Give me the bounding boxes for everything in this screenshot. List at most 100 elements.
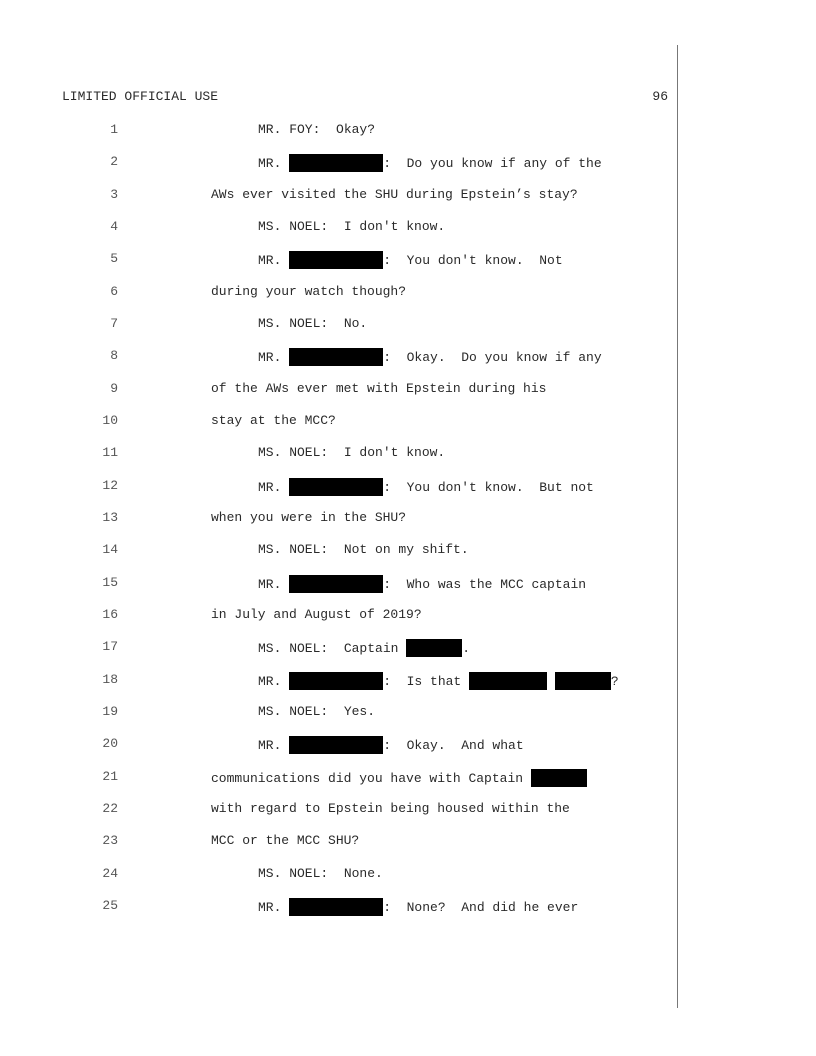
transcript-line: 9 of the AWs ever met with Epstein during… <box>0 381 816 401</box>
redaction-box <box>530 768 587 787</box>
redaction-box <box>406 639 463 658</box>
redaction-box <box>289 736 384 755</box>
transcript-line: 8 MR. : Okay. Do you know if any <box>0 348 816 368</box>
text-segment: MR. <box>258 738 290 754</box>
redaction-box <box>289 574 384 593</box>
text-segment: : Who was the MCC captain <box>383 576 587 592</box>
text-segment: during your watch though? <box>211 283 407 299</box>
text-segment: stay at the MCC? <box>211 412 336 428</box>
text-segment: MR. FOY: Okay? <box>258 122 376 137</box>
line-text: MS. NOEL: None. <box>258 866 383 881</box>
line-text: MR. : Okay. And what <box>258 736 524 755</box>
line-text: in July and August of 2019? <box>211 607 422 622</box>
text-segment: MR. <box>258 673 290 689</box>
transcript-line: 12 MR. : You don't know. But not <box>0 477 816 498</box>
transcript-line: 19 MS. NOEL: Yes. <box>0 704 816 724</box>
text-segment: MR. <box>258 576 290 592</box>
line-number: 10 <box>102 412 118 428</box>
line-text: stay at the MCC? <box>211 413 336 428</box>
line-text: MS. NOEL: Captain . <box>258 639 470 658</box>
line-text: MCC or the MCC SHU? <box>211 833 359 848</box>
redaction-box <box>289 348 384 367</box>
line-text: MS. NOEL: I don't know. <box>258 219 445 234</box>
line-number: 23 <box>102 833 118 849</box>
text-segment: : You don't know. Not <box>383 253 563 269</box>
line-text: MR. : You don't know. Not <box>258 251 563 270</box>
text-segment: MS. NOEL: I don't know. <box>258 445 446 461</box>
transcript-line: 13 when you were in the SHU? <box>0 510 816 530</box>
line-text: MR. : Okay. Do you know if any <box>258 348 602 367</box>
right-margin-rule <box>677 45 678 1008</box>
line-number: 14 <box>102 542 118 558</box>
transcript-line: 16 in July and August of 2019? <box>0 607 816 627</box>
transcript-line: 17 MS. NOEL: Captain . <box>0 639 816 659</box>
line-text: MR. : Is that ? <box>258 671 619 690</box>
transcript-line: 14 MS. NOEL: Not on my shift. <box>0 542 816 562</box>
line-text: during your watch though? <box>211 284 406 299</box>
text-segment: : You don't know. But not <box>383 479 594 495</box>
line-number: 12 <box>102 477 118 493</box>
text-segment: MR. <box>258 253 290 269</box>
text-segment <box>547 674 555 689</box>
text-segment: ? <box>610 673 619 689</box>
text-segment: of the AWs ever met with Epstein during … <box>211 380 547 396</box>
line-number: 1 <box>110 122 118 137</box>
line-number: 3 <box>110 186 118 202</box>
text-segment: : None? And did he ever <box>383 899 579 915</box>
text-segment: MR. <box>258 156 290 172</box>
line-text: MR. : None? And did he ever <box>258 897 579 916</box>
text-segment: : Do you know if any of the <box>383 156 602 172</box>
line-number: 13 <box>102 509 118 525</box>
text-segment: MR. <box>258 899 290 915</box>
line-number: 2 <box>110 154 118 170</box>
line-text: with regard to Epstein being housed with… <box>211 801 570 816</box>
redaction-box <box>289 897 384 916</box>
line-text: MR. FOY: Okay? <box>258 122 375 137</box>
redaction-box <box>554 671 611 690</box>
line-text: MS. NOEL: Not on my shift. <box>258 542 469 557</box>
text-segment: MS. NOEL: No. <box>258 315 368 331</box>
transcript-line: 2 MR. : Do you know if any of the <box>0 154 816 174</box>
transcript-line: 23 MCC or the MCC SHU? <box>0 833 816 853</box>
text-segment: MS. NOEL: Captain <box>258 641 407 657</box>
transcript-line: 15 MR. : Who was the MCC captain <box>0 574 816 595</box>
text-segment: MS. NOEL: None. <box>258 865 383 881</box>
text-segment: MR. <box>258 479 290 495</box>
line-number: 17 <box>102 639 118 655</box>
redaction-box <box>289 477 384 496</box>
transcript-line: 6 during your watch though? <box>0 284 816 304</box>
line-number: 11 <box>102 445 118 461</box>
line-number: 24 <box>102 865 118 881</box>
line-text: MS. NOEL: Yes. <box>258 704 375 719</box>
line-text: when you were in the SHU? <box>211 510 406 525</box>
transcript-line: 25 MR. : None? And did he ever <box>0 897 816 918</box>
line-number: 22 <box>102 800 118 816</box>
line-number: 19 <box>102 703 118 719</box>
text-segment: when you were in the SHU? <box>211 509 407 525</box>
text-segment: MS. NOEL: Not on my shift. <box>258 542 469 558</box>
line-number: 16 <box>102 606 118 622</box>
line-number: 8 <box>110 348 118 364</box>
page-number: 96 <box>652 89 668 104</box>
text-segment: : Is that <box>383 673 470 689</box>
redaction-box <box>469 671 548 690</box>
line-number: 25 <box>102 897 118 913</box>
line-text: MS. NOEL: I don't know. <box>258 445 445 460</box>
line-text: communications did you have with Captain <box>211 768 587 787</box>
line-number: 15 <box>102 574 118 590</box>
line-number: 7 <box>110 315 118 331</box>
text-segment: MCC or the MCC SHU? <box>211 833 360 849</box>
redaction-box <box>289 671 384 690</box>
transcript-line: 10 stay at the MCC? <box>0 413 816 433</box>
line-number: 6 <box>110 283 118 299</box>
line-number: 9 <box>110 380 118 396</box>
line-text: MR. : You don't know. But not <box>258 477 594 496</box>
text-segment: MR. <box>258 350 290 366</box>
line-number: 18 <box>102 671 118 687</box>
transcript-line: 22 with regard to Epstein being housed wi… <box>0 801 816 821</box>
